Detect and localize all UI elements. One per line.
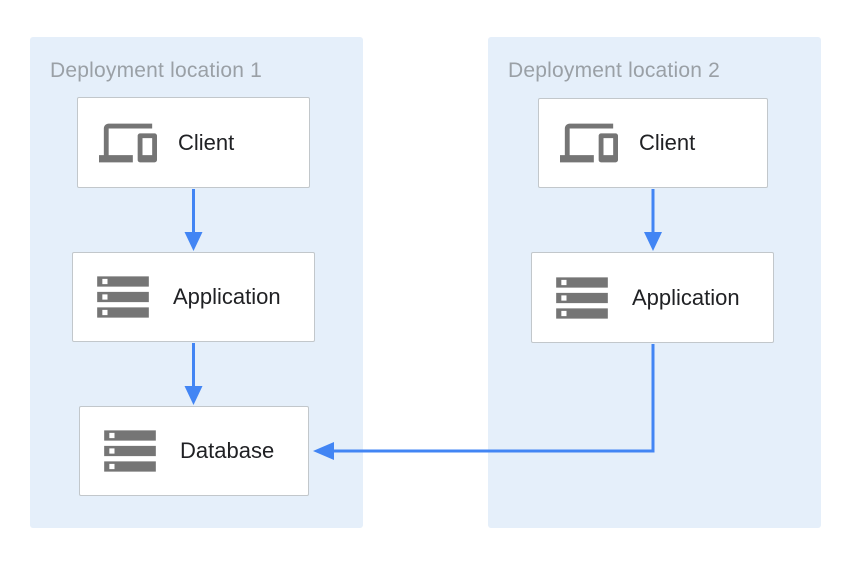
- devices-icon: [557, 114, 621, 172]
- server-stack-icon: [98, 420, 162, 482]
- node-application-2: Application: [531, 252, 774, 343]
- node-database-1: Database: [79, 406, 309, 496]
- server-stack-icon: [91, 266, 155, 328]
- node-label: Client: [178, 129, 235, 155]
- node-application-1: Application: [72, 252, 315, 342]
- node-client-1: Client: [77, 97, 310, 188]
- server-stack-icon: [550, 267, 614, 329]
- region-label: Deployment location 1: [50, 59, 262, 82]
- node-label: Client: [639, 130, 696, 155]
- node-label: Database: [180, 438, 275, 463]
- node-client-2: Client: [538, 98, 768, 188]
- node-label: Application: [173, 284, 281, 309]
- region-label: Deployment location 2: [508, 59, 720, 82]
- node-label: Application: [632, 284, 740, 310]
- devices-icon: [96, 114, 160, 172]
